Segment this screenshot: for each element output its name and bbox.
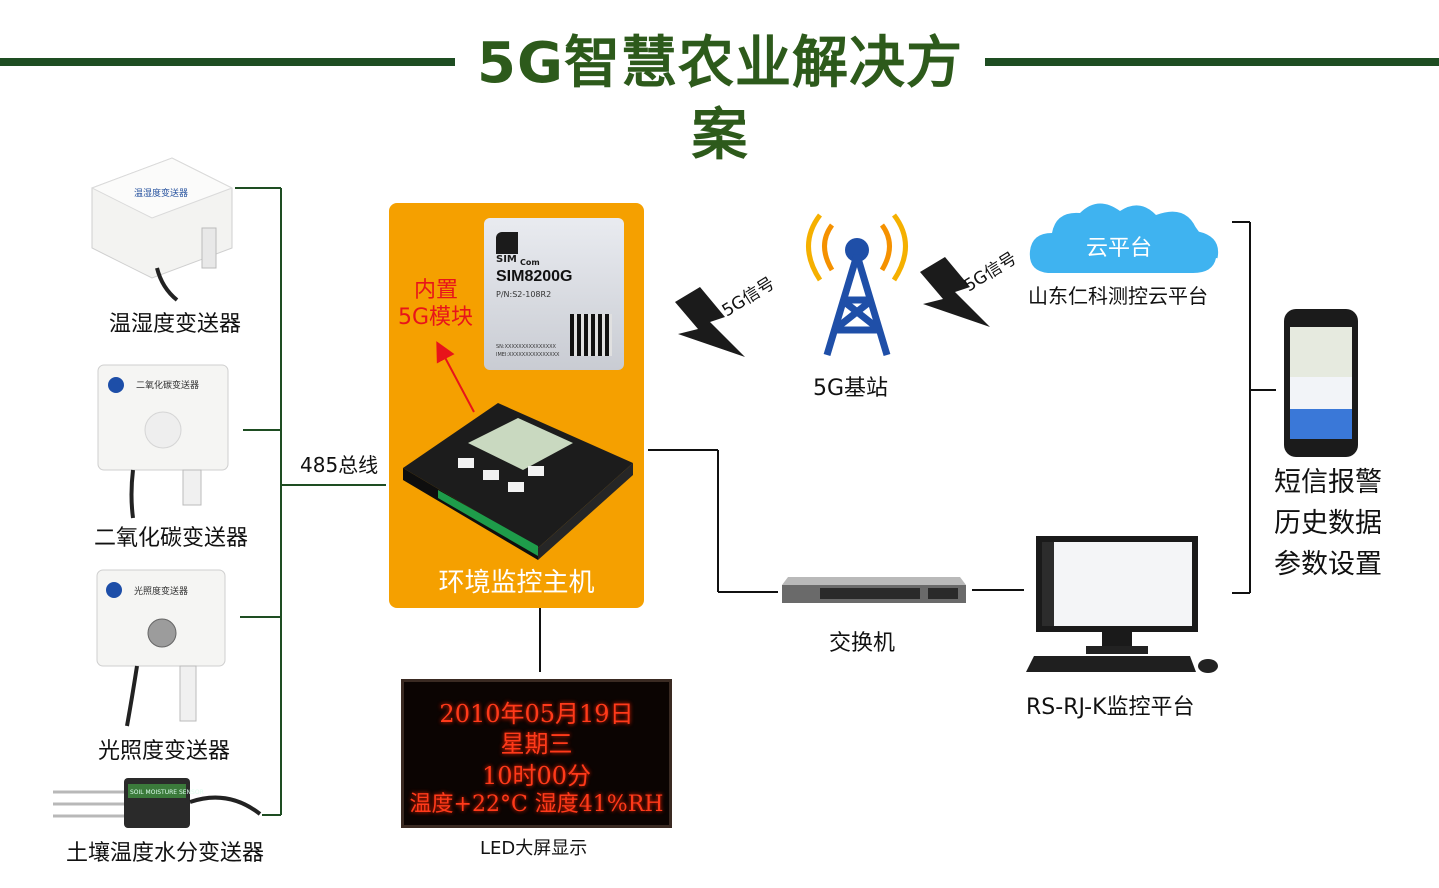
- alert-history: 历史数据: [1274, 508, 1382, 539]
- host-device-image: [403, 403, 633, 560]
- sensor-label-temp-humidity: 温湿度变送器: [109, 312, 242, 337]
- led-label: LED大屏显示: [480, 838, 588, 859]
- phone-blue-panel: [1290, 409, 1352, 439]
- lightning-icon-left: [675, 287, 745, 357]
- phone-screen: [1290, 327, 1352, 439]
- sim-brand: SIM: [496, 254, 517, 265]
- sensor-panel-text-1: 温湿度变送器: [134, 187, 188, 199]
- base-station-label: 5G基站: [813, 376, 889, 401]
- host-label: 环境监控主机: [438, 568, 595, 598]
- soil-sensor-image: SOIL MOISTURE SENSOR: [53, 778, 262, 828]
- sensor-panel-text-2: 二氧化碳变送器: [136, 379, 199, 391]
- sim-model: SIM8200G: [496, 268, 573, 285]
- module-label-line2: 5G模块: [398, 305, 474, 330]
- led-line-1: 2010年05月19日: [439, 700, 634, 728]
- bus-label: 485总线: [300, 453, 379, 477]
- sim-pn: P/N:S2-108R2: [496, 290, 552, 299]
- sim-brand-small: Com: [520, 258, 540, 267]
- sensor-panel-text-4: SOIL MOISTURE SENSOR: [130, 789, 204, 796]
- module-label-line1: 内置: [414, 278, 459, 303]
- co2-sensor-image: 二氧化碳变送器: [97, 364, 229, 519]
- network-switch-image: [782, 577, 966, 603]
- sim-qr-code: [570, 314, 612, 356]
- phone-image: [1284, 309, 1358, 457]
- cloud-inner-label: 云平台: [1086, 236, 1153, 261]
- cloud-icon: [1029, 203, 1219, 273]
- title-rule-right: [985, 58, 1439, 66]
- alert-settings: 参数设置: [1274, 549, 1382, 580]
- light-sensor-image: 光照度变送器: [96, 569, 226, 727]
- sim-imei: IMEI:XXXXXXXXXXXXXXX: [496, 352, 560, 358]
- switch-label: 交换机: [829, 631, 896, 656]
- cloud-platform-label: 山东仁科测控云平台: [1028, 284, 1208, 308]
- sensor-label-co2: 二氧化碳变送器: [94, 526, 249, 551]
- sim-logo-block: [496, 232, 518, 254]
- sim-module-image: SIM Com SIM8200G P/N:S2-108R2 SN:XXXXXXX…: [484, 218, 624, 370]
- sensor-panel-text-3: 光照度变送器: [134, 585, 188, 597]
- sensor-label-soil: 土壤温度水分变送器: [66, 841, 265, 866]
- title-rule-left: [0, 58, 455, 66]
- sensor-label-light: 光照度变送器: [98, 739, 231, 764]
- lightning-icon-right: [920, 257, 990, 327]
- page-title: 5G智慧农业解决方案: [477, 31, 963, 168]
- platform-label: RS-RJ-K监控平台: [1026, 695, 1195, 720]
- base-station-tower-icon: [806, 213, 908, 357]
- temp-humidity-sensor-image: 温湿度变送器: [90, 157, 234, 302]
- monitor-pc-image: [1026, 536, 1218, 673]
- phone-map: [1290, 327, 1352, 377]
- led-line-3: 10时00分: [481, 762, 592, 790]
- led-screen: 2010年05月19日 星期三 10时00分 温度+22°C 湿度41%RH: [401, 679, 672, 828]
- led-line-2: 星期三: [500, 730, 573, 758]
- led-line-4: 温度+22°C 湿度41%RH: [409, 792, 664, 817]
- alert-sms: 短信报警: [1274, 467, 1382, 498]
- sim-sn: SN:XXXXXXXXXXXXXXX: [496, 344, 556, 350]
